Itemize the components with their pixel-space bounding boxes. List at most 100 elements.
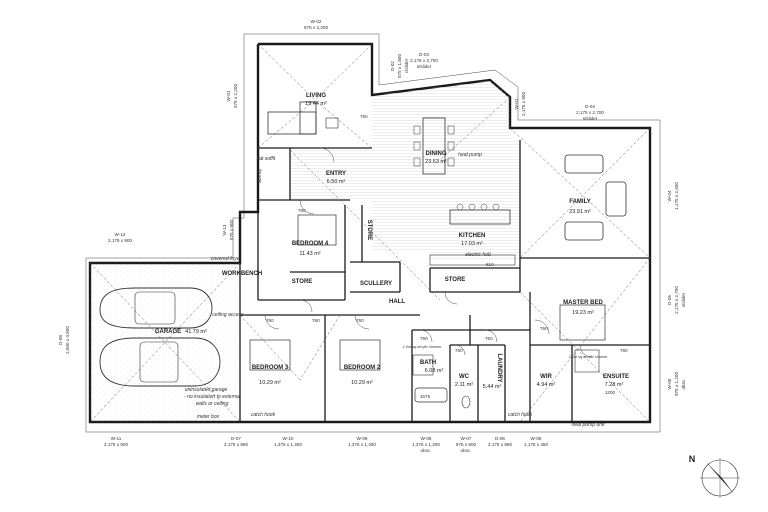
tag-d03-note: s/slider xyxy=(417,64,432,69)
room-garage-name: GARAGE xyxy=(155,329,181,335)
tag-d04-note: s/slider xyxy=(583,116,598,121)
tag-w01b-size: 2,175 x 900 xyxy=(521,92,526,116)
tag-w05-note: obsc. xyxy=(681,379,686,390)
door-size: 760 xyxy=(485,336,493,341)
room-laundry-area: 5.44 m² xyxy=(483,384,502,390)
room-garage-area: 41.79 m² xyxy=(185,329,207,335)
tag-w01-size: 575 x 2,200 xyxy=(233,84,238,108)
door-size: 760 xyxy=(455,348,463,353)
label-catch-hook-left: catch hook xyxy=(251,412,276,418)
label-store-kitchen: STORE xyxy=(445,277,466,283)
tag-d07-id: D-07 xyxy=(231,436,241,441)
room-bath-name: BATH xyxy=(420,360,436,366)
kitchen-island xyxy=(449,209,511,225)
exterior-walls xyxy=(88,42,652,424)
bed-3 xyxy=(249,339,291,371)
tag-d05-size: 2,175 x 2,700 xyxy=(674,286,679,314)
tag-w05-id: W-05 xyxy=(667,378,672,389)
bed-4 xyxy=(297,214,337,246)
room-entry-name: ENTRY xyxy=(326,171,346,177)
room-master-name: MASTER BED xyxy=(563,300,603,306)
room-ensuite-area: 7.28 m² xyxy=(605,382,624,388)
door-size: 760 xyxy=(360,114,368,119)
tag-w13-id: W-13 xyxy=(222,224,227,235)
room-kitchen-name: KITCHEN xyxy=(459,233,486,239)
door-size: 760 xyxy=(620,348,628,353)
room-bedroom3-area: 10.29 m² xyxy=(259,380,281,386)
door-size: 760 xyxy=(540,326,548,331)
tag-w06-id: W-06 xyxy=(531,436,542,441)
room-wc-area: 2.11 m² xyxy=(455,382,473,388)
room-living-name: LIVING xyxy=(306,93,326,99)
door-size: 760 xyxy=(356,318,364,323)
roof-hip-lines xyxy=(89,43,651,423)
label-workbench: WORKBENCH xyxy=(222,271,262,277)
door-size: 760 xyxy=(266,318,274,323)
room-bedroom4-name: BEDROOM 4 xyxy=(292,241,329,247)
tag-w08-id: W-08 xyxy=(421,436,432,441)
label-store-left: STORE xyxy=(292,279,313,285)
bed-2 xyxy=(339,339,381,371)
room-bedroom3-name: BEDROOM 3 xyxy=(252,365,289,371)
tag-w01-id: W-01 xyxy=(226,90,231,101)
room-bedroom4-area: 11.43 m² xyxy=(299,251,320,257)
tag-w02-id: W-02 xyxy=(311,19,322,24)
interior-walls xyxy=(239,140,650,422)
tag-w10-id: W-10 xyxy=(283,436,294,441)
label-covered-foyer: covered foyer xyxy=(211,256,242,262)
tag-w12-id: W-12 xyxy=(115,232,126,237)
tag-w08-size: 1,375 x 1,200 xyxy=(412,442,440,447)
label-flat-soffit: flat soffit xyxy=(257,156,276,162)
label-electric-hob: electric hob xyxy=(465,252,491,258)
tag-w09-id: W-09 xyxy=(357,436,368,441)
tag-w07-id: W-07 xyxy=(461,436,472,441)
room-bedroom2-area: 10.29 m² xyxy=(351,380,373,386)
eaves-outline xyxy=(85,33,661,433)
room-master-area: 19.23 m² xyxy=(572,310,594,316)
label-scullery: SCULLERY xyxy=(360,281,392,287)
tag-d03-size: 2,175 x 2,700 xyxy=(410,58,438,63)
master-bed xyxy=(559,304,606,341)
label-garage-note-2: - no insulation to external xyxy=(184,394,241,400)
tag-d04-size: 2,175 x 2,700 xyxy=(576,110,604,115)
room-living-area: 19.44 m² xyxy=(305,101,327,107)
room-wir-name: WIR xyxy=(540,374,552,380)
tag-d06-id: D-06 xyxy=(495,436,505,441)
label-heat-pump-unit: heat pump unit xyxy=(571,422,605,428)
north-arrow-icon xyxy=(706,462,734,494)
room-family-name: FAMILY xyxy=(569,199,590,205)
tag-d07-size: 2,175 x 880 xyxy=(224,442,248,447)
misc-labels: STORE STORE STORE SCULLERY HALL WORKBENC… xyxy=(184,152,615,428)
tag-w04-size: 1,175 x 2,400 xyxy=(674,182,679,210)
room-bath-area: 6.08 m² xyxy=(425,368,444,374)
room-ensuite-name: ENSUITE xyxy=(603,374,629,380)
tag-w13-size: 575 x 900 xyxy=(229,219,234,240)
garage-cars xyxy=(99,287,221,387)
room-entry-area: 6.50 m² xyxy=(327,179,346,185)
room-laundry-name: LAUNDRY xyxy=(496,353,502,382)
door-size: 760 xyxy=(420,336,428,341)
tag-w06-size: 1,175 x 450 xyxy=(524,442,548,447)
label-louvre: louvre xyxy=(256,169,262,183)
car-top xyxy=(99,287,213,329)
room-bedroom2-name: BEDROOM 2 xyxy=(344,365,381,371)
label-ensuite-size: 1200 xyxy=(605,390,616,395)
tag-w05-size: 975 x 1,200 xyxy=(674,372,679,396)
label-shower-ensuite: 1.0m sq acrylic shower xyxy=(569,355,608,359)
tag-d08-size: 2,500 x 4,800 xyxy=(65,326,70,354)
room-family-area: 23.91 m² xyxy=(569,209,591,215)
label-store-vertical: STORE xyxy=(366,220,372,241)
tag-d06-size: 2,175 x 880 xyxy=(488,442,512,447)
room-wir-area: 4.94 m² xyxy=(537,382,556,388)
room-wc-name: WC xyxy=(459,374,470,380)
door-size: 760 xyxy=(298,208,306,213)
label-hall: HALL xyxy=(389,299,405,305)
tag-w12-size: 2,175 x 900 xyxy=(108,238,132,243)
room-kitchen-area: 17.03 m² xyxy=(461,241,483,247)
label-garage-note-3: walls or ceiling xyxy=(196,401,229,407)
dining-table xyxy=(422,117,446,175)
door-size: 810 xyxy=(486,262,494,267)
room-dining-area: 23.63 m² xyxy=(425,159,447,165)
car-bottom xyxy=(99,337,221,387)
tag-d02-id: D-02 xyxy=(390,61,395,71)
